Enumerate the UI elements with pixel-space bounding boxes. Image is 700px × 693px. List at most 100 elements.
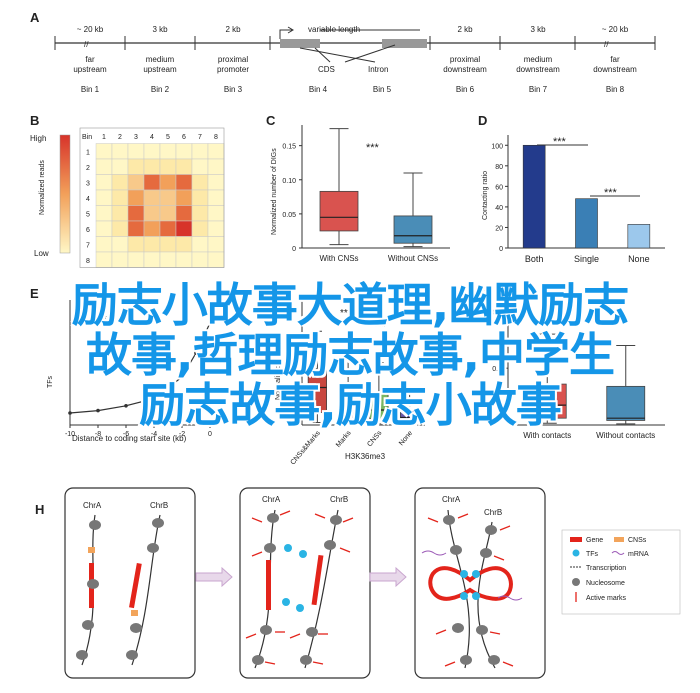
bin-distance: ~ 20 kb [77, 25, 104, 34]
category-label: CNSs [366, 429, 383, 448]
nucleosome [306, 627, 318, 637]
row-label: 3 [86, 181, 90, 188]
x-tick-label: -8 [95, 431, 101, 438]
intron-pointer [299, 47, 376, 63]
y-tick-label: 0.10 [282, 178, 296, 185]
heatmap-cell [127, 251, 145, 268]
scale-low: Low [34, 249, 49, 258]
data-point [208, 321, 212, 325]
nucleosome [267, 513, 279, 523]
state-box-1 [64, 487, 196, 679]
box [606, 385, 646, 421]
data-point [194, 351, 198, 355]
panel-a: A // // variable length CDS Intron ~ 20 … [30, 10, 656, 94]
heatmap-cell [159, 236, 177, 253]
nucleosome [450, 545, 462, 555]
mrna-swatch [611, 551, 625, 555]
heatmap-cell [191, 174, 209, 191]
y-tick-label: 0.15 [282, 144, 296, 151]
box [393, 215, 433, 244]
legend-transcription: Transcription [586, 565, 626, 572]
panel-label-d: D [478, 113, 487, 128]
cds-pointer [314, 47, 331, 63]
heatmap-cell [207, 158, 225, 175]
bin-number: Bin 7 [529, 85, 548, 94]
row-label: 5 [86, 212, 90, 219]
nucleosome [252, 655, 264, 665]
arrowhead [287, 26, 294, 34]
heatmap-cell [175, 251, 193, 268]
heatmap-cell [111, 220, 129, 237]
bin-number: Bin 5 [373, 85, 392, 94]
heatmap-cell [191, 236, 209, 253]
variable-length-label: variable length [308, 25, 360, 34]
row-label: 1 [86, 150, 90, 157]
legend-mrna: mRNA [628, 551, 649, 558]
cds-label: CDS [318, 65, 335, 74]
y-tick-label: 60 [495, 184, 503, 191]
tf-dot [460, 570, 468, 578]
category-label: With contacts [523, 431, 571, 440]
color-scale [59, 134, 71, 254]
bin-name: far [610, 55, 620, 64]
heatmap-cell [207, 236, 225, 253]
nucleosome [460, 655, 472, 665]
significance-stars: *** [553, 136, 567, 148]
significance-stars: *** [366, 142, 380, 154]
cds-block [382, 39, 427, 48]
chrb-label: ChrB [484, 508, 502, 517]
chra-label: ChrA [83, 501, 102, 510]
x-axis-label: H3K36me3 [345, 452, 386, 461]
row-label: 6 [86, 227, 90, 234]
heatmap-cell [127, 189, 145, 206]
heatmap-cell [207, 205, 225, 222]
significance-stars: *** [374, 322, 386, 333]
panel-e: E TFs Distance to coding start site (kb)… [30, 286, 212, 443]
nucleosome [126, 650, 138, 660]
heatmap-cell [111, 251, 129, 268]
box [338, 384, 358, 418]
bin-name: downstream [516, 65, 560, 74]
bin-number: Bin 4 [309, 85, 328, 94]
heatmap-cell [159, 251, 177, 268]
active-marks [245, 510, 354, 665]
x-tick-label: -2 [179, 431, 185, 438]
nucleosome [130, 623, 142, 633]
heatmap-cell [95, 205, 113, 222]
column-label: 6 [182, 134, 186, 141]
y-axis-label: Normalized DIGs [275, 346, 282, 400]
nucleosome [76, 650, 88, 660]
bin-name: proximal [450, 55, 480, 64]
legend-box [561, 529, 681, 615]
y-tick-label: 80 [495, 164, 503, 171]
tf-dot [284, 544, 292, 552]
y-tick-label: 100 [491, 143, 503, 150]
state-box-3 [414, 487, 546, 679]
legend-active-marks: Active marks [586, 595, 627, 602]
tf-dot [460, 592, 468, 600]
tf-dot [282, 598, 290, 606]
bar [522, 144, 546, 249]
x-tick-label: -6 [123, 431, 129, 438]
tf-dot [296, 604, 304, 612]
bin-name: downstream [443, 65, 487, 74]
gene-loop [428, 566, 513, 601]
heatmap-cell [95, 174, 113, 191]
heatmap-cell [175, 143, 193, 160]
heatmap-cell [111, 143, 129, 160]
bin-name: upstream [73, 65, 107, 74]
heatmap-cell [95, 158, 113, 175]
heatmap-cell [95, 143, 113, 160]
significance-stars: *** [95, 314, 107, 325]
data-point [180, 375, 184, 379]
category-label: Without CNSs [388, 254, 438, 263]
legend-nucleosome: Nucleosome [586, 580, 625, 587]
panel-label-a: A [30, 10, 40, 25]
y-tick-label: 0.05 [282, 212, 296, 219]
y-axis-label: Contacting ratio [482, 171, 489, 220]
